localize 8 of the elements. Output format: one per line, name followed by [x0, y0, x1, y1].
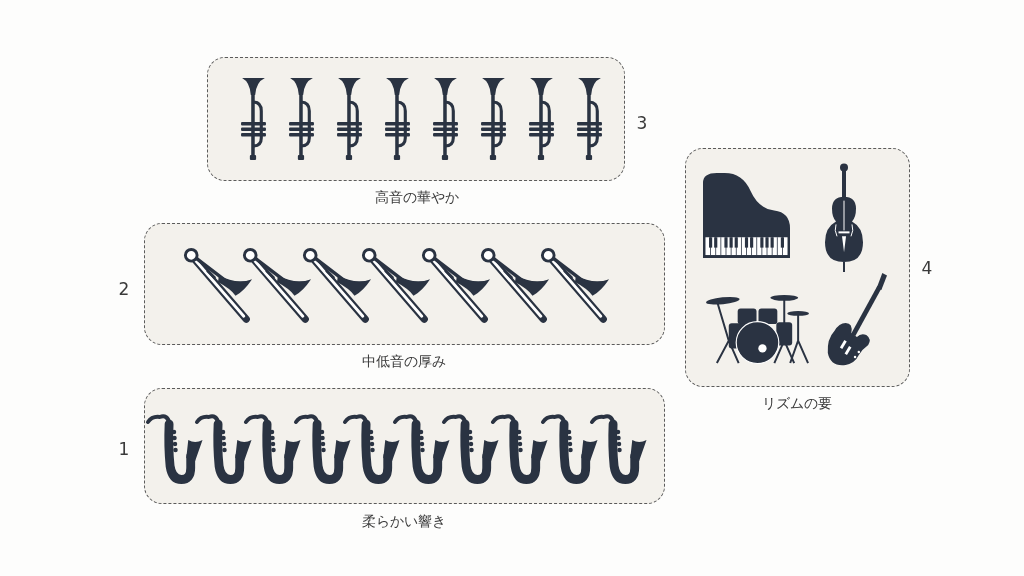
- number-label: 3: [636, 113, 648, 133]
- number-label: 1: [118, 439, 130, 459]
- number-label: 2: [118, 279, 130, 299]
- panel-label: 柔らかい響き: [362, 512, 446, 530]
- panel-label: リズムの要: [762, 394, 832, 412]
- number-label: 4: [921, 258, 933, 278]
- panel-label: 高音の華やか: [375, 188, 459, 206]
- panel-label: 中低音の厚み: [362, 352, 446, 370]
